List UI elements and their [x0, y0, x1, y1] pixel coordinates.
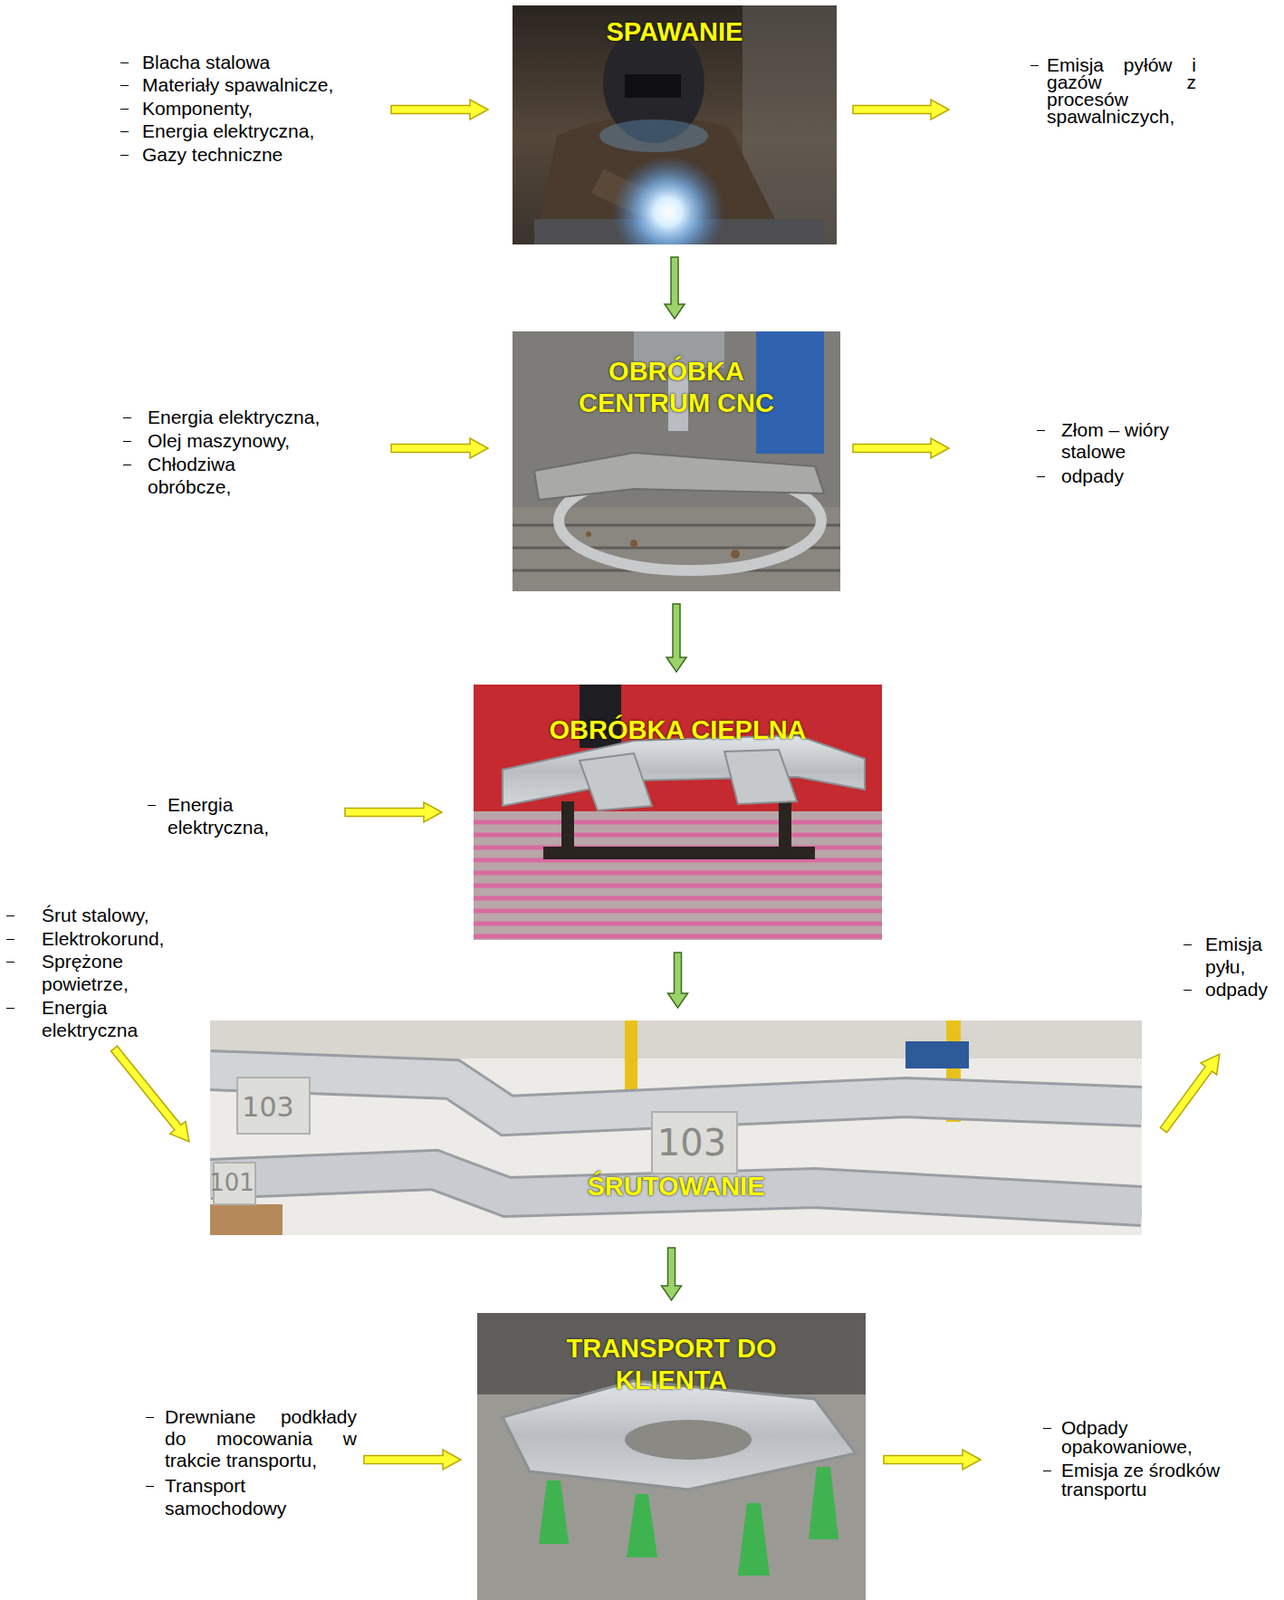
process-title: OBRÓBKA CIEPLNA	[548, 714, 806, 747]
shot-blasting-photo	[210, 1020, 1142, 1236]
list-item: Transport samochodowy	[164, 1474, 297, 1520]
list-text: Energia elektryczna,	[167, 794, 269, 838]
list-item: Elektrokorund,	[41, 927, 169, 950]
list-text: Materiały spawalnicze,	[142, 74, 334, 96]
list-item: Śrut stalowy,	[41, 903, 169, 927]
process-title: ŚRUTOWANIE	[586, 1170, 765, 1203]
process-box: OBRÓBKA CIEPLNA	[473, 684, 882, 940]
flow-arrows	[105, 99, 1227, 1470]
flow-arrow	[661, 1247, 682, 1301]
heat-treatment-photo	[473, 684, 882, 940]
process-title: OBRÓBKA CENTRUM CNC	[563, 355, 790, 420]
list-dash	[6, 939, 15, 940]
part-number: 101	[209, 1169, 255, 1197]
list-item: Odpady opakowaniowe,	[1061, 1418, 1229, 1457]
list-dash	[120, 85, 129, 87]
list-text: Energia elektryczna,	[142, 120, 315, 142]
list-dash	[6, 915, 15, 917]
flow-arrow	[668, 952, 689, 1008]
list-text: Blacha stalowa	[142, 51, 270, 73]
list-item: Blacha stalowa	[142, 50, 378, 74]
list-dash	[123, 440, 132, 442]
list-text: Olej maszynowy,	[147, 430, 290, 451]
process-box: TRANSPORT DO KLIENTA	[477, 1312, 866, 1600]
process-box: OBRÓBKA CENTRUM CNC	[512, 331, 841, 592]
list-text: Chłodziwa obróbcze,	[147, 453, 236, 498]
list-item: Drewniane podkłady do mocowania w trakci…	[164, 1406, 357, 1472]
welding-photo	[512, 5, 837, 245]
list-text: Energia elektryczna,	[147, 406, 320, 428]
list-item: Sprężone powietrze,	[41, 949, 169, 996]
list-text: Odpady opakowaniowe,	[1061, 1417, 1193, 1457]
list-item: Materiały spawalnicze,	[142, 73, 378, 96]
list-dash	[1183, 989, 1192, 991]
list-text: Elektrokorund,	[41, 928, 164, 949]
list-text: odpady	[1205, 978, 1268, 1000]
list-text: Transport samochodowy	[164, 1475, 287, 1519]
part-number: 103	[657, 1121, 727, 1164]
list-dash	[1043, 1427, 1052, 1429]
list-item: Złom – wióry stalowe	[1061, 419, 1179, 463]
list-text: Emisja pyłów i gazów z procesów spawalni…	[1046, 54, 1197, 127]
process-title: TRANSPORT DO KLIENTA	[545, 1332, 799, 1397]
list-dash	[1030, 65, 1039, 67]
list-item: Chłodziwa obróbcze,	[147, 452, 257, 499]
list-dash	[120, 62, 129, 64]
list-item: Gazy techniczne	[142, 143, 378, 166]
list-item: Emisja pyłów i gazów z procesów spawalni…	[1046, 56, 1197, 125]
list-text: Emisja pyłu,	[1205, 933, 1263, 978]
part-number: 103	[241, 1091, 294, 1123]
process-title: SPAWANIE	[606, 16, 744, 48]
list-item: Olej maszynowy,	[147, 429, 347, 452]
cnc-photo	[512, 331, 841, 592]
list-text: Energia elektryczna	[41, 996, 138, 1041]
list-dash	[1183, 944, 1192, 946]
list-item: odpady	[1205, 977, 1274, 1001]
list-dash	[120, 131, 129, 133]
list-dash	[123, 417, 132, 419]
list-dash	[147, 804, 156, 806]
transport-photo	[477, 1312, 866, 1600]
flow-arrow	[664, 257, 685, 319]
list-text: Emisja ze środków transportu	[1061, 1459, 1220, 1500]
list-text: Sprężone powietrze,	[41, 950, 129, 995]
list-item: Energia elektryczna,	[142, 119, 378, 143]
list-dash	[145, 1485, 154, 1487]
list-dash	[123, 464, 132, 466]
list-item: Emisja pyłu,	[1205, 932, 1274, 978]
list-item: Komponenty,	[142, 96, 378, 120]
list-item: Emisja ze środków transportu	[1061, 1460, 1229, 1499]
list-dash	[145, 1417, 154, 1419]
list-dash	[1036, 430, 1045, 432]
list-text: Śrut stalowy,	[41, 904, 150, 926]
list-dash	[120, 108, 129, 110]
list-item: Energia elektryczna	[41, 996, 169, 1042]
list-dash	[1036, 476, 1045, 478]
process-box: SPAWANIE	[512, 5, 837, 245]
list-text: odpady	[1061, 465, 1124, 487]
list-dash	[1043, 1470, 1052, 1472]
list-dash	[6, 1007, 15, 1009]
list-dash	[120, 154, 129, 156]
list-text: Komponenty,	[142, 97, 253, 119]
list-text: Drewniane podkłady do mocowania w trakci…	[164, 1406, 357, 1471]
list-text: Gazy techniczne	[142, 143, 283, 165]
list-item: odpady	[1061, 465, 1179, 488]
flow-arrow	[666, 603, 687, 672]
list-item: Energia elektryczna,	[147, 405, 347, 429]
list-dash	[6, 961, 15, 963]
list-text: Złom – wióry stalowe	[1061, 419, 1170, 462]
list-item: Energia elektryczna,	[167, 793, 281, 839]
